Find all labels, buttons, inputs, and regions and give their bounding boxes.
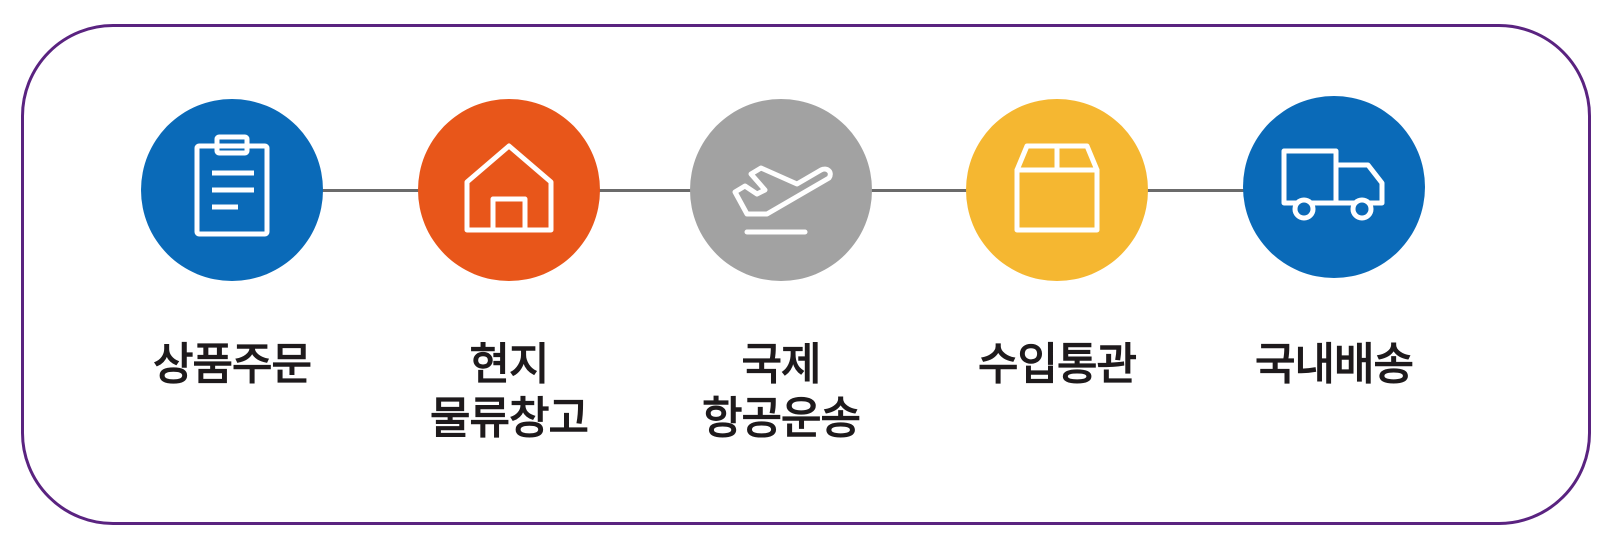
step-label: 현지 물류창고 bbox=[359, 338, 659, 446]
step-label-line: 상품주문 bbox=[153, 339, 312, 390]
clipboard-icon bbox=[172, 128, 292, 252]
step-label-line: 항공운송 bbox=[702, 393, 861, 444]
step-label-line: 현지 bbox=[469, 339, 550, 390]
step-label-line: 국제 bbox=[741, 339, 822, 390]
step-domestic-delivery: 국내배송 bbox=[1184, 0, 1484, 550]
step-circle bbox=[141, 99, 323, 281]
step-local-warehouse: 현지 물류창고 bbox=[359, 0, 659, 550]
step-label: 수입통관 bbox=[907, 338, 1207, 392]
step-customs-clearance: 수입통관 bbox=[907, 0, 1207, 550]
step-circle bbox=[418, 99, 600, 281]
airplane-takeoff-icon bbox=[721, 128, 841, 252]
step-circle bbox=[690, 99, 872, 281]
warehouse-icon bbox=[449, 128, 569, 252]
step-circle bbox=[966, 99, 1148, 281]
step-label: 국제 항공운송 bbox=[631, 338, 931, 446]
step-label-line: 수입통관 bbox=[978, 339, 1137, 390]
delivery-truck-icon bbox=[1274, 125, 1394, 249]
step-label-line: 물류창고 bbox=[430, 393, 589, 444]
step-label: 상품주문 bbox=[82, 338, 382, 392]
step-order: 상품주문 bbox=[82, 0, 382, 550]
step-air-freight: 국제 항공운송 bbox=[631, 0, 931, 550]
package-box-icon bbox=[997, 128, 1117, 252]
step-label: 국내배송 bbox=[1184, 338, 1484, 392]
step-label-line: 국내배송 bbox=[1255, 339, 1414, 390]
step-circle bbox=[1243, 96, 1425, 278]
